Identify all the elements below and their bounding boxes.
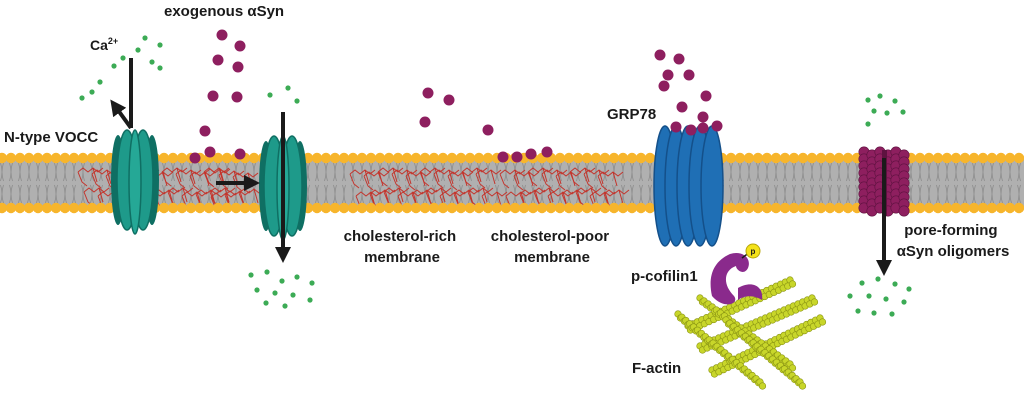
p-cofilin1-protein: p xyxy=(710,243,763,305)
n-type-vocc-channel xyxy=(111,129,159,235)
calcium-label: Ca2+ xyxy=(90,36,118,53)
f-actin-label: F-actin xyxy=(632,360,681,377)
exogenous-asyn-label: exogenous αSyn xyxy=(164,3,284,20)
f-actin-filaments xyxy=(674,276,827,390)
grp78-label: GRP78 xyxy=(607,106,656,123)
calcium-release-arrow xyxy=(110,99,133,130)
flux-arrows xyxy=(110,58,892,276)
asyn-monomers xyxy=(189,29,723,164)
calcium-ions xyxy=(79,35,912,317)
cholesterol-rich-label: cholesterol-rich membrane xyxy=(344,228,461,266)
cholesterol-poor-label: cholesterol-poor membrane xyxy=(491,228,614,266)
p-cofilin1-label: p-cofilin1 xyxy=(631,268,698,285)
grp78-protein xyxy=(653,125,724,247)
n-type-vocc-label: N-type VOCC xyxy=(4,129,98,146)
phospho-group xyxy=(745,243,761,259)
phospho-label: p xyxy=(751,247,756,256)
pore-forming-label: pore-forming αSyn oligomers xyxy=(897,222,1010,260)
